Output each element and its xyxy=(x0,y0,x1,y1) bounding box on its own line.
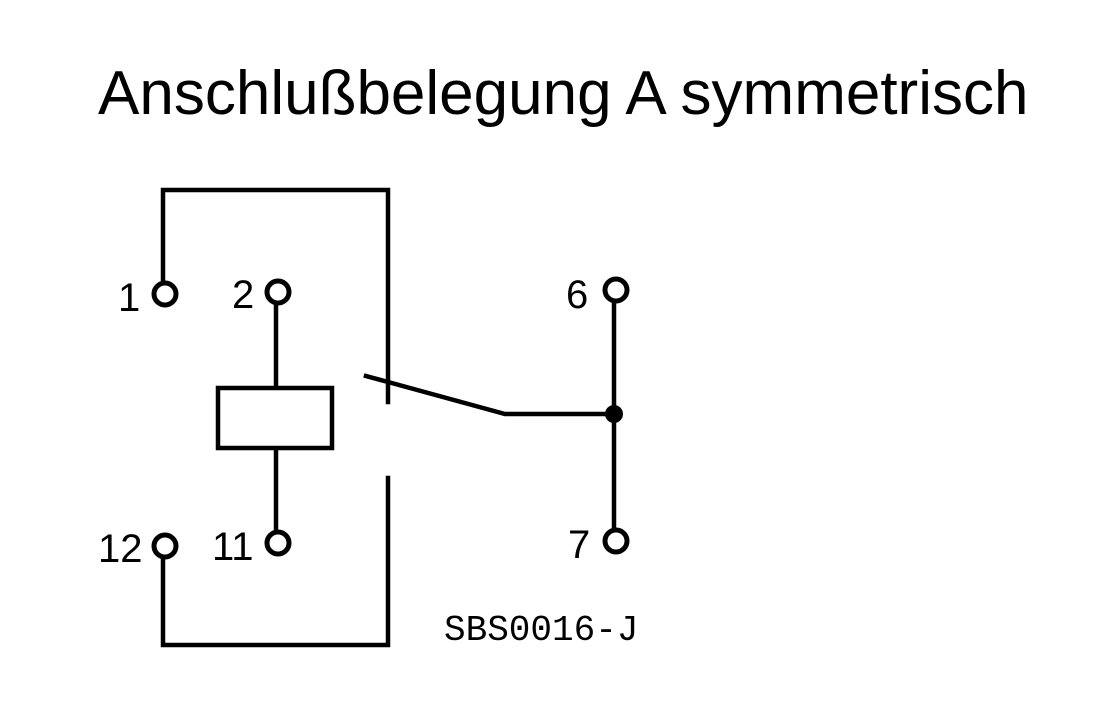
wire-pin1-loop xyxy=(160,187,391,405)
terminal-11 xyxy=(264,529,292,557)
pin-label-7: 7 xyxy=(568,523,590,567)
terminal-2 xyxy=(264,278,292,306)
pin-label-1: 1 xyxy=(118,276,140,320)
pin-label-6: 6 xyxy=(566,273,588,317)
junction-node xyxy=(605,405,623,423)
diagram-code: SBS0016-J xyxy=(444,610,638,651)
terminal-12 xyxy=(151,532,179,560)
terminal-7 xyxy=(602,527,630,555)
pin-label-12: 12 xyxy=(98,527,143,571)
relay-coil xyxy=(215,385,335,451)
wire-pin12-loop xyxy=(160,475,391,648)
switch-contact xyxy=(363,373,615,417)
terminal-6 xyxy=(602,276,630,304)
terminal-1 xyxy=(151,280,179,308)
pin-label-11: 11 xyxy=(212,525,254,569)
page-title: Anschlußbelegung A symmetrisch xyxy=(98,59,1029,128)
pin-label-2: 2 xyxy=(232,273,254,317)
